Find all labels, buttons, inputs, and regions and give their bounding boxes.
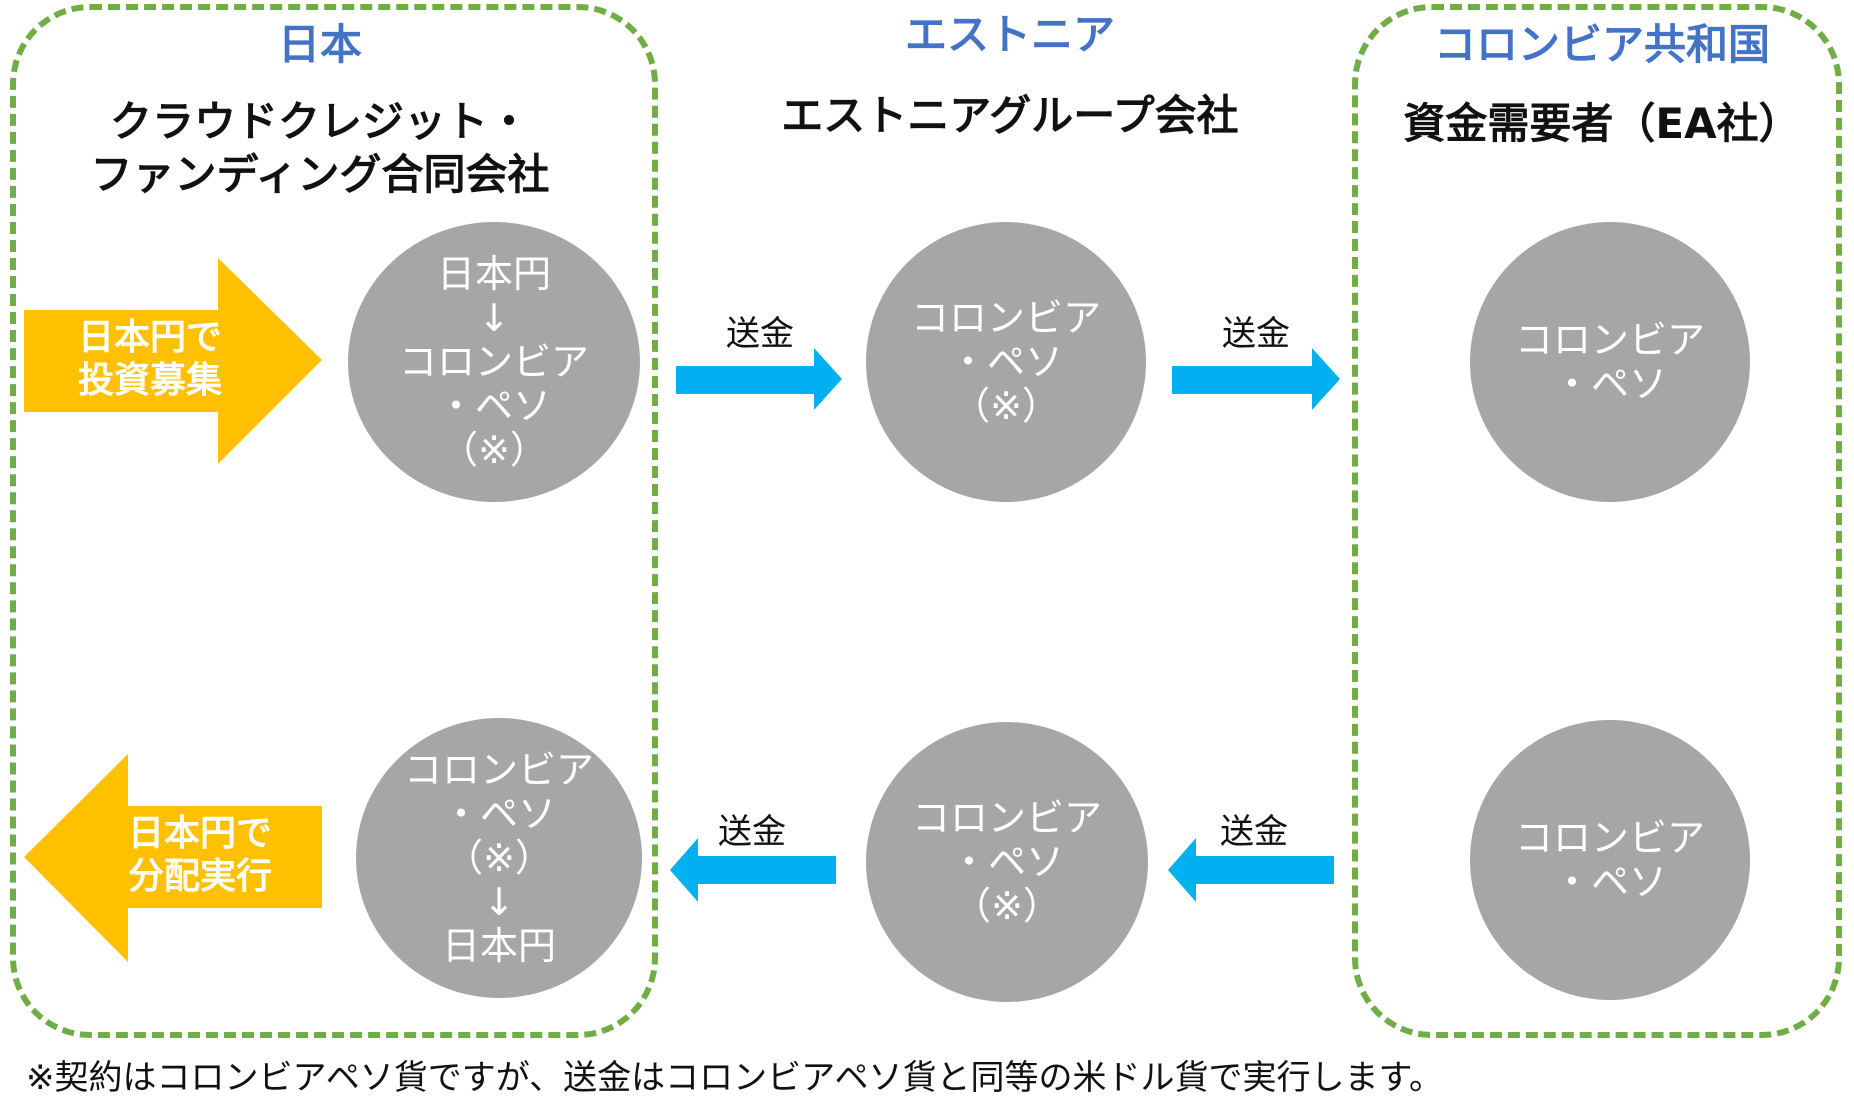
colombia-entity-name: 資金需要者（EA社） (1403, 99, 1801, 148)
circle-text-line: （※） (440, 428, 548, 473)
transfer-arrow-bottom-right (1168, 838, 1334, 902)
circle-text-line: コロンビア (1514, 815, 1705, 860)
invest-arrow-line1: 日本円で (77, 317, 222, 358)
circle-colombia-top: コロンビア ・ペソ (1470, 222, 1750, 502)
circle-text-line: ・ペソ (949, 839, 1064, 884)
transfer-arrow-top-left (676, 348, 842, 410)
estonia-entity-name: エストニアグループ会社 (781, 91, 1239, 140)
japan-entity-line2: ファンディング合同会社 (90, 149, 550, 199)
estonia-region-title: エストニア (904, 10, 1115, 59)
transfer-label-bottom-right: 送金 (1220, 812, 1288, 852)
circle-text-line: （※） (445, 835, 553, 880)
return-arrow-line1: 日本円で (127, 813, 272, 854)
return-arrow-label: 日本円で 分配実行 (90, 812, 310, 898)
japan-entity-name: クラウドクレジット・ ファンディング合同会社 (60, 96, 580, 201)
circle-colombia-bottom: コロンビア ・ペソ (1470, 720, 1750, 1000)
circle-text-line: ↓ (483, 880, 515, 925)
footnote: ※契約はコロンビアペソ貨ですが、送金はコロンビアペソ貨と同等の米ドル貨で実行しま… (26, 1058, 1444, 1098)
return-arrow (24, 754, 322, 962)
circle-text-line: ↓ (478, 295, 510, 340)
circle-text-line: ・ペソ (1552, 860, 1667, 904)
transfer-label-bottom-left: 送金 (718, 812, 786, 852)
transfer-label-top-right: 送金 (1222, 314, 1290, 354)
circle-japan-top: 日本円 ↓ コロンビア ・ペソ （※） (348, 222, 640, 502)
circle-text-line: コロンビア (1514, 317, 1705, 362)
circle-text-line: （※） (953, 884, 1061, 929)
colombia-region-title: コロンビア共和国 (1433, 20, 1770, 69)
return-arrow-line2: 分配実行 (127, 856, 272, 898)
invest-arrow (24, 258, 322, 464)
invest-arrow-label: 日本円で 投資募集 (40, 316, 260, 402)
circle-text-line: （※） (952, 384, 1060, 429)
circle-japan-bottom: コロンビア ・ペソ （※） ↓ 日本円 (356, 718, 642, 998)
circle-text-line: コロンビア (910, 295, 1101, 340)
circle-text-line: ・ペソ (436, 384, 551, 429)
transfer-arrow-bottom-left (670, 838, 836, 902)
circle-text-line: ・ペソ (441, 791, 556, 836)
circle-text-line: コロンビア (911, 795, 1102, 840)
invest-arrow-line2: 投資募集 (77, 360, 222, 402)
circle-text-line: ・ペソ (1552, 362, 1667, 406)
japan-region-title: 日本 (277, 20, 362, 69)
circle-text-line: 日本円 (436, 251, 551, 296)
colombia-region-box (1352, 4, 1842, 1038)
circle-text-line: コロンビア (398, 339, 589, 384)
circle-estonia-top: コロンビア ・ペソ （※） (866, 222, 1146, 502)
circle-text-line: 日本円 (441, 924, 556, 969)
japan-region-box (10, 4, 658, 1038)
japan-entity-line1: クラウドクレジット・ (109, 97, 530, 146)
circle-text-line: コロンビア (403, 747, 594, 792)
circle-text-line: ・ペソ (948, 339, 1063, 384)
transfer-arrow-top-right (1172, 348, 1340, 410)
transfer-label-top-left: 送金 (726, 314, 794, 354)
circle-estonia-bottom: コロンビア ・ペソ （※） (866, 722, 1148, 1002)
